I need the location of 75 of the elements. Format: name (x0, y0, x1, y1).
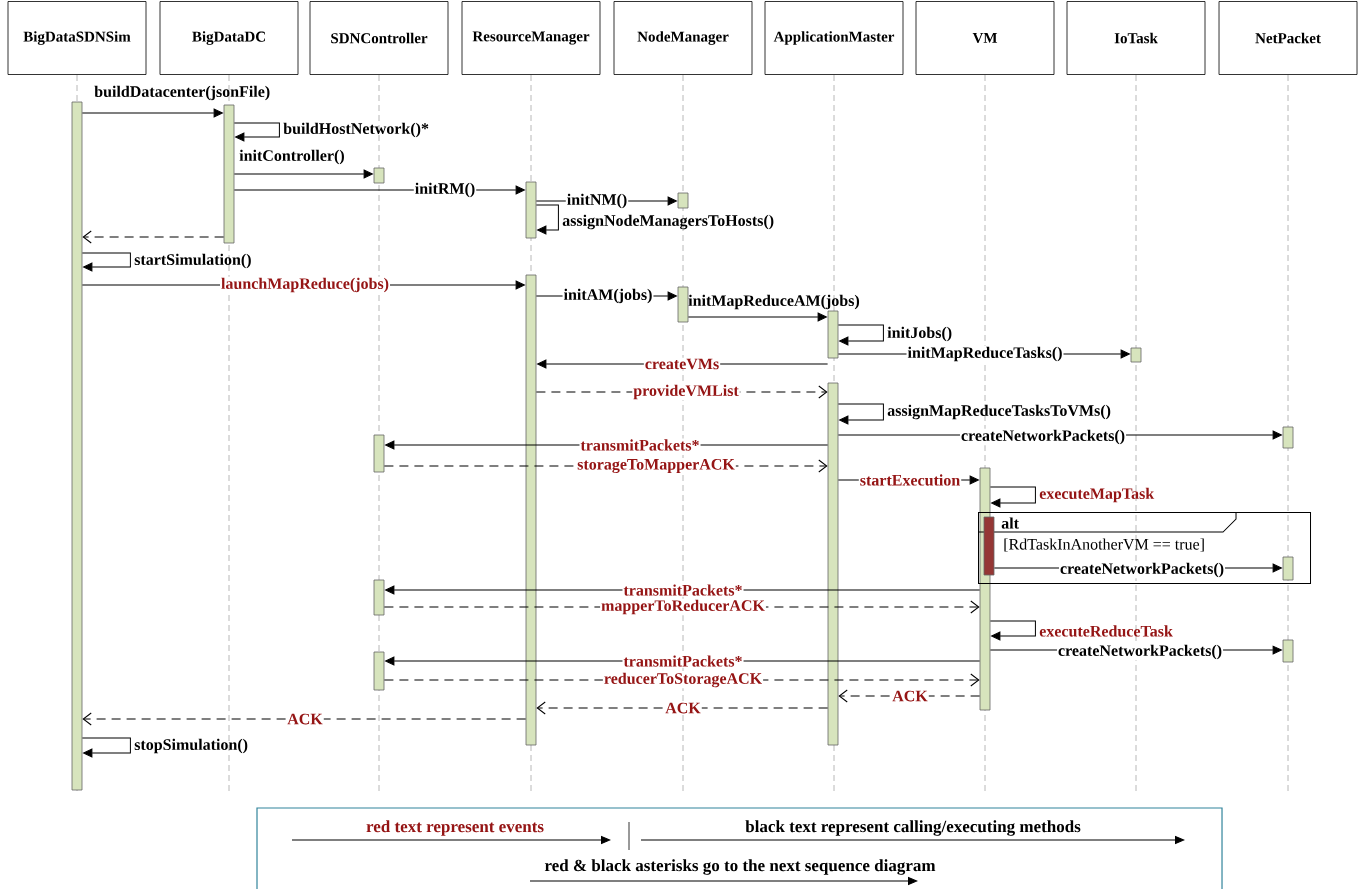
message-arrow (82, 712, 527, 726)
message-label: createNetworkPackets() (960, 428, 1127, 446)
message-arrow (837, 324, 884, 346)
message-label: executeReduceTask (1039, 625, 1173, 637)
lifeline-header: ResourceManager (461, 1, 601, 75)
message-arrow (82, 230, 225, 244)
message-label: buildHostNetwork()* (283, 122, 429, 138)
note-text: red & black asterisks go to the next sequence diagram (544, 859, 936, 875)
message-label: initRM() (413, 181, 477, 199)
message-label: executeMapTask (1039, 487, 1155, 503)
message-label: initMapReduceTasks() (906, 345, 1064, 363)
message-label: startExecution (858, 473, 962, 487)
message-label: assignNodeManagersToHosts() (562, 214, 774, 230)
message-label: ACK (286, 712, 324, 726)
message-label: transmitPackets* (622, 654, 744, 668)
message-label: provideVMList (632, 383, 740, 401)
message-label: createNetworkPackets() (1059, 561, 1226, 579)
message-arrow (233, 169, 373, 179)
message-label: ACK (664, 701, 702, 715)
activation-bar (373, 579, 385, 616)
lifeline-header: BigDataDC (159, 1, 299, 75)
message-label: initMapReduceAM(jobs) (688, 294, 860, 310)
message-label: storageToMapperACK (576, 457, 736, 475)
message-label: transmitPackets* (622, 583, 744, 597)
activation-bar (827, 382, 839, 746)
message-arrow (989, 486, 1036, 508)
message-arrow (535, 204, 559, 235)
activation-bar (677, 286, 689, 323)
message-label: startSimulation() (134, 253, 251, 269)
activation-bar (677, 192, 689, 209)
message-arrow (81, 737, 131, 758)
message-label: assignMapReduceTasksToVMs() (887, 404, 1111, 420)
lifeline-header: ApplicationMaster (764, 1, 904, 75)
message-label: mapperToReducerACK (600, 598, 766, 616)
activation-bar (525, 181, 537, 239)
message-label: createVMs (643, 357, 721, 371)
activation-bar (71, 101, 83, 791)
message-arrow (81, 252, 131, 272)
activation-bar (1282, 556, 1294, 581)
message-arrow (989, 620, 1036, 641)
lifeline-header: VM (915, 1, 1055, 75)
activation-bar (1130, 347, 1142, 363)
activation-bar (1282, 639, 1294, 663)
lifeline-header: NetPacket (1218, 1, 1358, 75)
message-arrow (687, 312, 827, 322)
lifeline-header: SDNController (309, 1, 449, 75)
activation-bar (373, 434, 385, 473)
message-arrow (233, 122, 280, 142)
message-label: initNM() (565, 192, 629, 210)
message-label: initController() (239, 149, 344, 165)
activation-bar (979, 467, 991, 711)
message-label: initJobs() (887, 326, 952, 342)
message-label: buildDatacenter(jsonFile) (94, 85, 270, 101)
legend-text: black text represent calling/executing methods (745, 820, 1081, 836)
activation-bar (1282, 426, 1294, 449)
activation-bar (983, 516, 995, 576)
message-label: launchMapReduce(jobs) (220, 276, 390, 294)
activation-bar (827, 310, 839, 359)
message-label: reducerToStorageACK (602, 671, 764, 689)
activation-bar (373, 651, 385, 691)
activation-bar (373, 167, 385, 184)
message-arrow (837, 403, 884, 425)
message-label: initAM(jobs) (562, 287, 654, 305)
message-label: transmitPackets* (579, 438, 701, 452)
activation-bar (525, 274, 537, 746)
message-label: ACK (891, 689, 929, 703)
lifeline-header: NodeManager (613, 1, 753, 75)
activation-bar (223, 104, 235, 244)
message-label: createNetworkPackets() (1057, 643, 1224, 661)
lifeline-header: BigDataSDNSim (7, 1, 147, 75)
message-arrow (81, 108, 223, 118)
message-label: stopSimulation() (134, 738, 248, 754)
message-arrow (536, 701, 829, 715)
legend-text: red text represent events (366, 820, 544, 836)
lifeline-header: IoTask (1066, 1, 1206, 75)
